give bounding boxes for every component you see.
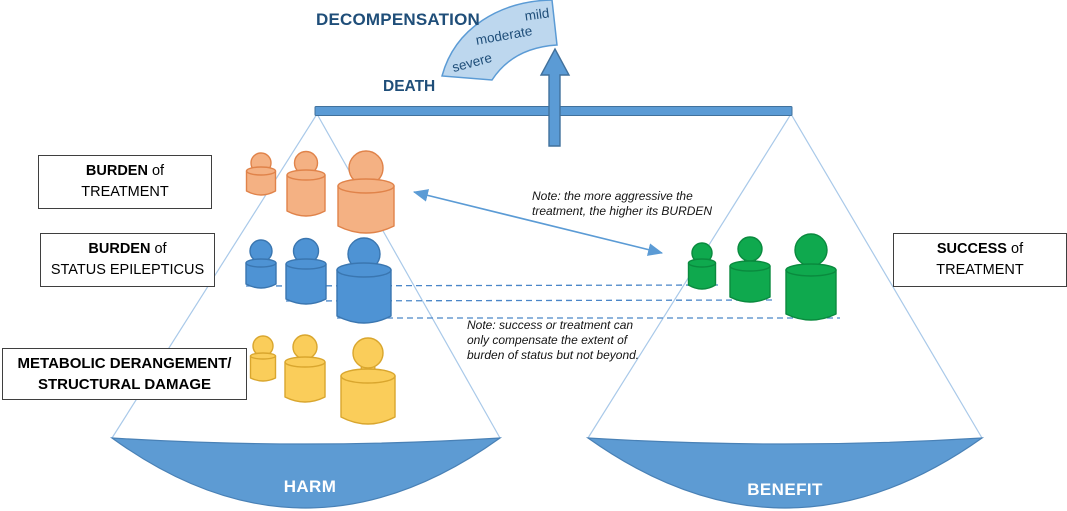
fulcrum-up-arrow	[539, 47, 571, 147]
weight-rim	[337, 178, 395, 194]
success-line1: SUCCESS of	[936, 241, 1024, 258]
benefit-pan	[585, 437, 985, 509]
weight-body	[284, 361, 326, 403]
weight-orange-medium	[286, 150, 326, 217]
weight-knob	[352, 337, 384, 369]
weight-rim	[687, 258, 717, 268]
harm-pan-label: HARM	[283, 477, 337, 496]
weight-rim	[249, 352, 277, 360]
weight-green-small	[687, 242, 717, 290]
success-line2: TREATMENT	[936, 262, 1024, 278]
weight-blue-large	[336, 237, 392, 324]
weight-rim	[336, 262, 392, 278]
weight-yellow-large	[340, 337, 396, 425]
weight-rim	[340, 368, 396, 384]
harm-pan	[109, 437, 503, 509]
weight-orange-small	[245, 152, 277, 196]
weight-knob	[794, 233, 828, 267]
weights-success-of-treatment	[687, 233, 837, 321]
harm-pan-right-cord	[316, 113, 501, 439]
weight-knob	[737, 236, 763, 262]
decompensation-label: DECOMPENSATION	[316, 10, 480, 29]
benefit-pan-label: BENEFIT	[747, 480, 823, 499]
weight-orange-large	[337, 150, 395, 234]
weight-body	[337, 185, 395, 234]
weight-blue-medium	[285, 237, 327, 305]
weight-body	[286, 174, 326, 217]
equivalence-dashed-line-small	[245, 284, 719, 287]
burden-of-status-line2: STATUS EPILEPTICUS	[50, 262, 205, 278]
note-compensation-limit: Note: success or treatment can only comp…	[467, 318, 640, 362]
decompensation-severity-fan	[441, 0, 558, 81]
weight-rim	[729, 260, 771, 272]
weight-body	[249, 355, 277, 382]
burden-of-status-box: BURDEN of STATUS EPILEPTICUS	[40, 233, 215, 287]
metabolic-line1: METABOLIC DERANGEMENT/	[17, 354, 232, 372]
weight-rim	[286, 169, 326, 181]
burden-of-treatment-line1: BURDEN of	[85, 163, 165, 180]
weight-body	[729, 265, 771, 303]
weight-rim	[245, 166, 277, 176]
burden-of-treatment-line2: TREATMENT	[81, 184, 169, 200]
burden-benefit-double-arrow	[412, 189, 664, 256]
weight-rim	[785, 263, 837, 277]
weights-burden-of-status-epilepticus	[245, 237, 392, 324]
success-of-treatment-box: SUCCESS of TREATMENT	[893, 233, 1067, 287]
metabolic-line2: STRUCTURAL DAMAGE	[37, 376, 212, 393]
weight-body	[336, 269, 392, 324]
weight-body	[245, 170, 277, 196]
weight-body	[245, 262, 277, 289]
note-burden-aggressiveness: Note: the more aggressive the treatment,…	[532, 189, 713, 218]
burden-of-treatment-box: BURDEN of TREATMENT	[38, 155, 212, 209]
weight-yellow-medium	[284, 334, 326, 403]
weights-metabolic-derangement	[249, 334, 396, 425]
weight-blue-small	[245, 239, 277, 289]
death-label: DEATH	[383, 78, 436, 95]
weight-rim	[285, 258, 327, 270]
weight-body	[285, 263, 327, 305]
weight-yellow-small	[249, 335, 277, 382]
weights-burden-of-treatment	[245, 150, 395, 234]
weight-body	[687, 262, 717, 290]
weight-rim	[245, 258, 277, 268]
metabolic-derangement-box: METABOLIC DERANGEMENT/ STRUCTURAL DAMAGE	[2, 348, 247, 400]
weight-knob	[292, 334, 318, 360]
weight-body	[340, 375, 396, 425]
burden-of-status-line1: BURDEN of	[88, 241, 167, 258]
weight-green-medium	[729, 236, 771, 303]
weight-green-large	[785, 233, 837, 321]
weight-rim	[284, 356, 326, 368]
weight-body	[785, 269, 837, 321]
benefit-pan-right-cord	[790, 113, 983, 439]
